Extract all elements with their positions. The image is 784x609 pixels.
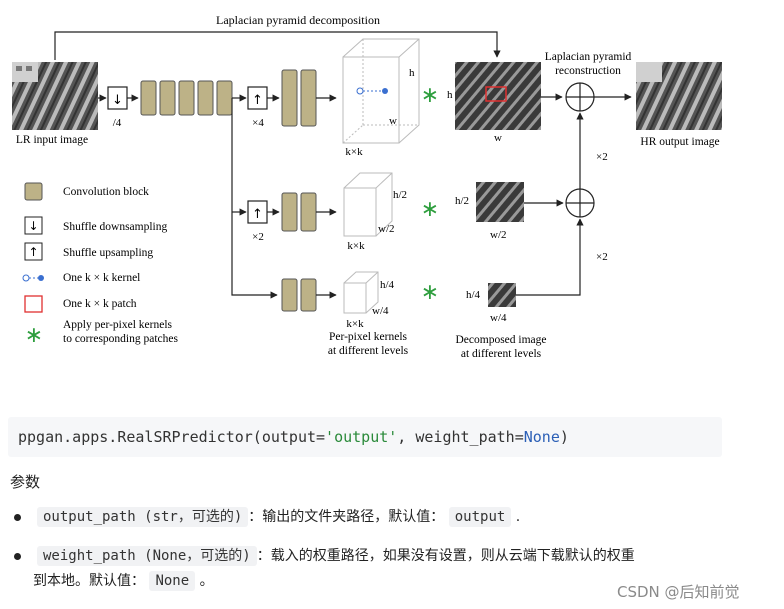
legend-patch: One k × k patch xyxy=(63,298,137,310)
per-pixel-label-1: Per-pixel kernels xyxy=(329,331,408,343)
bullet-icon xyxy=(14,513,21,521)
apply-star-2: ∗ xyxy=(421,197,439,222)
legend-up-icon: ↑ xyxy=(28,245,38,259)
per-pixel-label-2: at different levels xyxy=(328,345,409,357)
legend-apply-1: Apply per-pixel kernels xyxy=(63,319,173,331)
conv-blocks-level3 xyxy=(281,278,317,312)
conv-blocks-level2 xyxy=(281,192,317,232)
top-label: Laplacian pyramid decomposition xyxy=(216,13,380,27)
param-desc-weight-path: ：载入的权重路径，如果没有设置，则从云端下载默认的权重 xyxy=(256,548,635,564)
watermark: CSDN @后知前觉 xyxy=(617,583,740,601)
param-item-weight-path: weight_path (None，可选的)：载入的权重路径，如果没有设置，则从… xyxy=(14,545,635,566)
legend-conv: Convolution block xyxy=(63,186,149,198)
param-default-output: output xyxy=(448,507,512,527)
kxk-label-3: k×k xyxy=(346,318,364,330)
param-desc-output-path: ：输出的文件夹路径，默认值： xyxy=(248,509,445,525)
decomposed-image-level1 xyxy=(455,62,541,130)
apply-star-3: ∗ xyxy=(421,280,439,305)
h-img-label: h xyxy=(447,89,453,101)
bullet-icon xyxy=(14,552,21,560)
legend-star-icon: ∗ xyxy=(25,323,43,348)
h-half-label: h/2 xyxy=(393,189,407,201)
h-big-label: h xyxy=(409,67,415,79)
decomposed-image-level3 xyxy=(488,283,516,307)
x2-label: ×2 xyxy=(252,231,264,243)
decomposed-image-level2 xyxy=(476,182,524,222)
code-output-string: 'output' xyxy=(325,428,398,446)
code-none-keyword: None xyxy=(523,428,560,446)
h-img-quarter-label: h/4 xyxy=(466,289,481,301)
code-prefix: ppgan.apps.RealSRPredictor(output= xyxy=(18,428,326,446)
legend: Convolution block ↓ Shuffle downsampling… xyxy=(22,182,178,348)
recon-label-2: reconstruction xyxy=(555,65,621,77)
w-img-half-label: w/2 xyxy=(490,229,507,241)
conv-blocks-level1 xyxy=(281,69,317,127)
decomposition-arrow xyxy=(54,31,501,60)
code-line: ppgan.apps.RealSRPredictor(output='outpu… xyxy=(18,428,569,446)
kxk-label-2: k×k xyxy=(347,240,365,252)
conv-blocks-main xyxy=(140,80,233,116)
kxk-label-1: k×k xyxy=(345,146,363,158)
h-quarter-label: h/4 xyxy=(380,279,395,291)
lr-input-image xyxy=(12,62,98,130)
hr-output-image xyxy=(636,62,722,130)
sum-node-1 xyxy=(565,82,595,112)
param-item-output-path: output_path (str，可选的)：输出的文件夹路径，默认值： outp… xyxy=(14,506,521,527)
down-arrow-icon: ↓ xyxy=(112,93,123,108)
apply-star-1: ∗ xyxy=(421,83,439,108)
h-img-half-label: h/2 xyxy=(455,195,469,207)
x4-label: ×4 xyxy=(252,117,264,129)
patch-marker xyxy=(485,86,507,102)
w-half-label: w/2 xyxy=(378,223,395,235)
up-arrow-icon-2: ↑ xyxy=(252,207,263,222)
sum-node-2 xyxy=(565,188,595,218)
lr-input-label: LR input image xyxy=(16,134,88,146)
kernel-tensor-level2 xyxy=(343,172,393,237)
legend-apply-2: to corresponding patches xyxy=(63,333,178,345)
decomposed-label-1: Decomposed image xyxy=(455,334,546,346)
legend-down-icon: ↓ xyxy=(28,219,38,233)
params-heading: 参数 xyxy=(10,473,41,491)
x2-up-label-1: ×2 xyxy=(596,151,608,163)
kernel-tensor-level3 xyxy=(343,271,379,314)
param-name-weight-path: weight_path (None，可选的) xyxy=(37,546,257,566)
param-end-2: 。 xyxy=(199,573,214,589)
decomposed-label-2: at different levels xyxy=(461,348,542,360)
legend-down: Shuffle downsampling xyxy=(63,221,167,233)
w-quarter-label: w/4 xyxy=(372,305,389,317)
div4-label: /4 xyxy=(113,117,122,129)
hr-output-label: HR output image xyxy=(640,136,719,148)
param-item-weight-path-line2: 到本地。默认值： None 。 xyxy=(33,570,214,591)
kernel-tensor-level1 xyxy=(342,38,420,144)
param-end-1: . xyxy=(515,509,521,525)
w-img-quarter-label: w/4 xyxy=(490,312,507,324)
code-middle: , weight_path= xyxy=(397,428,524,446)
code-block: ppgan.apps.RealSRPredictor(output='outpu… xyxy=(8,417,722,457)
up-arrow-icon: ↑ xyxy=(252,93,263,108)
architecture-diagram: Laplacian pyramid decomposition LR input… xyxy=(12,13,722,360)
kernel-marker xyxy=(356,87,388,95)
param-desc-weight-path-2: 到本地。默认值： xyxy=(33,573,145,589)
legend-up: Shuffle upsampling xyxy=(63,247,153,259)
x2-up-label-2: ×2 xyxy=(596,251,608,263)
recon-label-1: Laplacian pyramid xyxy=(545,51,632,63)
w-big-label: w xyxy=(389,115,397,127)
param-name-output-path: output_path (str，可选的) xyxy=(37,507,249,527)
w-img-label: w xyxy=(494,132,502,144)
param-default-none: None xyxy=(149,571,196,591)
legend-kernel: One k × k kernel xyxy=(63,272,140,284)
code-suffix: ) xyxy=(559,428,569,446)
